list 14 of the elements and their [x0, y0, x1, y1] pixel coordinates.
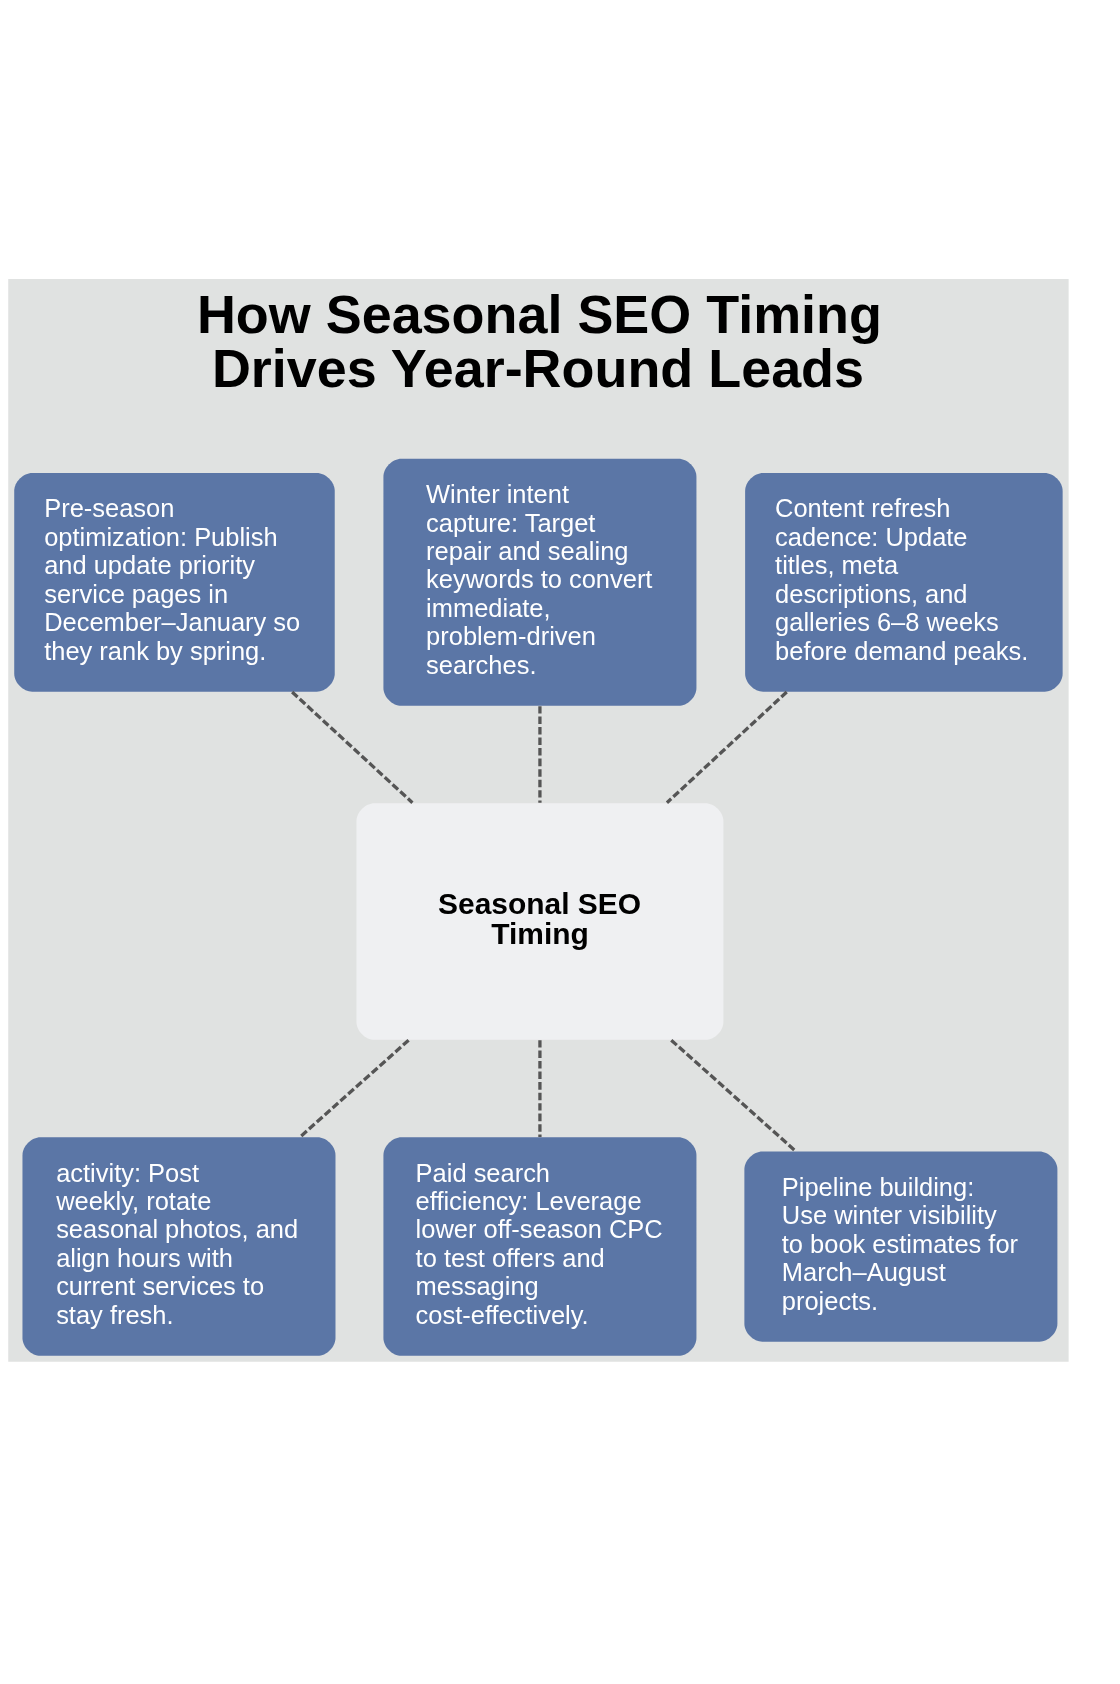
node-box: Seasonal SEO Timing [356, 803, 724, 1040]
connector [665, 690, 788, 804]
connector [298, 1038, 410, 1139]
node-box: Pipeline building: Use winter visibility to book estimates for March–August projects. [744, 1151, 1058, 1342]
connector [291, 690, 414, 804]
connector [538, 1040, 542, 1138]
node-box: Winter intent capture: Target repair and sealing keywords to convert immediate, problem-driven searches. [383, 458, 697, 706]
node-box: Content refresh cadence: Update titles, meta descriptions, and galleries 6–8 weeks before demand peaks. [745, 472, 1063, 692]
connector [670, 1038, 797, 1153]
diagram-title: How Seasonal SEO Timing Drives Year-Round Leads [196, 283, 882, 398]
connector [538, 706, 542, 803]
node-box: Paid search efficiency: Leverage lower off-season CPC to test offers and messaging cost-effectively. [383, 1137, 697, 1356]
node-box: activity: Post weekly, rotate seasonal photos, and align hours with current services to stay fresh. [22, 1137, 336, 1356]
node-box: Pre-season optimization: Publish and update priority service pages in December–January so they rank by spring. [14, 472, 335, 692]
